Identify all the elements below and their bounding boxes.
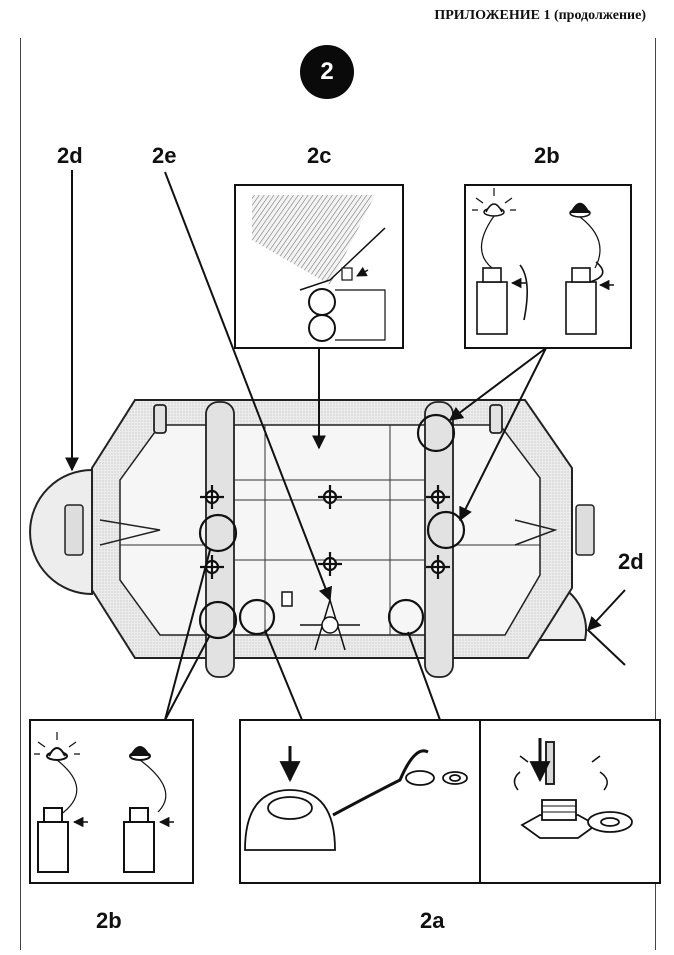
- fixture-crosses: [200, 485, 450, 579]
- callout-label-2a: 2a: [420, 908, 445, 933]
- raft-body: [29, 399, 588, 659]
- valve-threaded-icon: [513, 741, 633, 839]
- inset-2c: [234, 184, 404, 349]
- detail-circles: [198, 413, 466, 640]
- callout-label-2b-top: 2b: [534, 143, 560, 168]
- callout-label-2b-bottom: 2b: [96, 908, 122, 933]
- callout-label-2e: 2e: [152, 143, 177, 168]
- raft-end-fittings: [64, 504, 595, 556]
- page-frame: [20, 38, 656, 950]
- callout-label-2d-right: 2d: [618, 549, 644, 574]
- callout-label-2c: 2c: [307, 143, 332, 168]
- inset-2b-bottom: [29, 719, 194, 884]
- callout-label-2d-left: 2d: [57, 143, 83, 168]
- leader-lines: [65, 170, 626, 721]
- appendix-header: ПРИЛОЖЕНИЕ 1 (продолжение): [434, 8, 646, 23]
- figure-number-badge: 2: [300, 45, 354, 99]
- battery-icon: [476, 261, 604, 335]
- light-beacon-on-icon: [472, 188, 516, 269]
- raft-columns: [153, 401, 503, 678]
- valve-cap-icon: [244, 749, 468, 851]
